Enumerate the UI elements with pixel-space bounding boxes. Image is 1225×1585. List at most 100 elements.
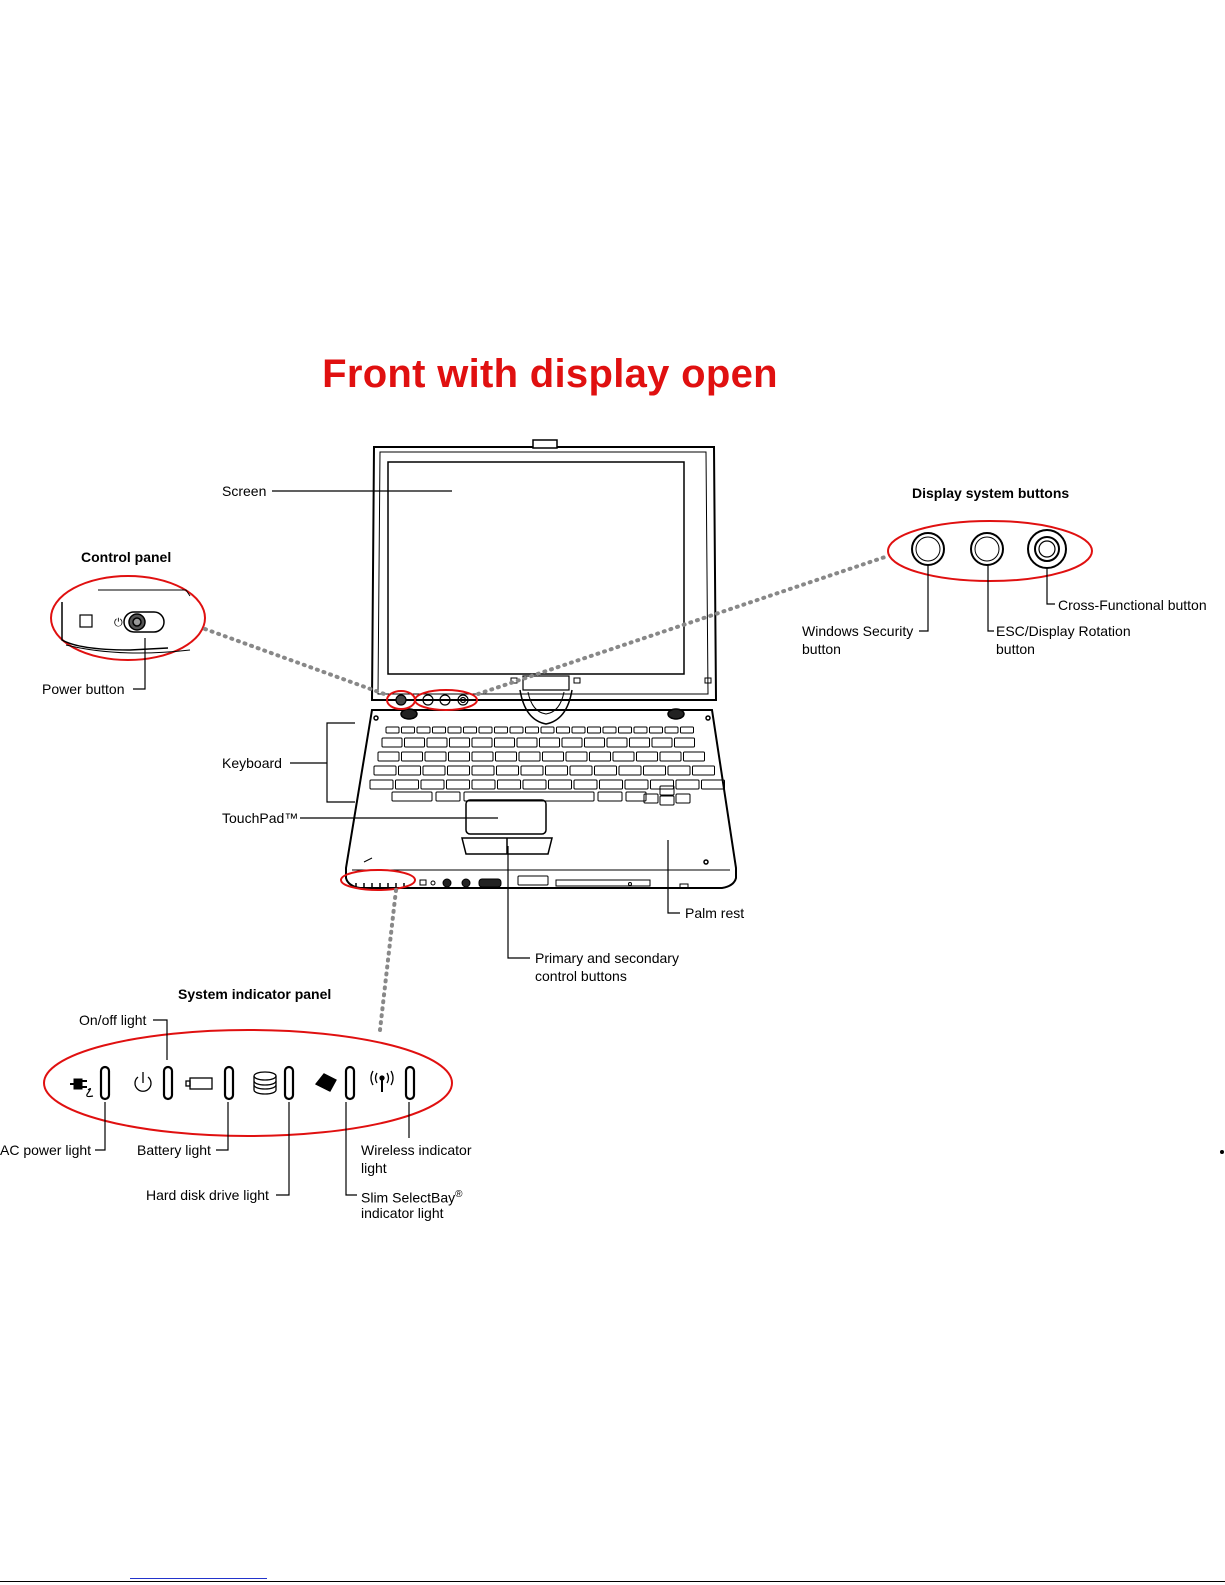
windows-security-label-line2: button [802, 641, 841, 657]
keyboard-key [401, 726, 415, 734]
keyboard-key [624, 779, 649, 790]
keyboard-key [664, 726, 679, 734]
keyboard-key [587, 726, 601, 734]
keyboard-key [650, 779, 674, 790]
onoff-light-label: On/off light [79, 1012, 147, 1028]
keyboard-key [651, 737, 673, 748]
esc-display-label-line1: ESC/Display Rotation [996, 623, 1131, 639]
esc-display-label-line2: button [996, 641, 1035, 657]
wireless-light-label-line2: light [361, 1160, 387, 1176]
keyboard-key [518, 751, 541, 762]
power-symbol-icon: ⏻ [114, 616, 123, 629]
keyboard-key [381, 737, 403, 748]
keyboard-key [545, 765, 568, 776]
keyboard-key [447, 726, 462, 734]
keyboard-key [398, 765, 421, 776]
indicator-panel-heading: System indicator panel [178, 986, 332, 1002]
keyboard-key [496, 765, 519, 776]
keyboard-key [494, 737, 515, 748]
keyboard-key [420, 779, 445, 790]
keyboard-key [416, 726, 431, 734]
keyboard-label: Keyboard [222, 755, 282, 771]
wireless-icon [370, 1070, 394, 1092]
display-lid [370, 439, 718, 725]
keyboard-key [471, 751, 494, 762]
keyboard-key [618, 726, 632, 734]
keyboard-key [539, 737, 560, 748]
selectbay-label-text: Slim SelectBay [361, 1189, 456, 1206]
keyboard-key [606, 737, 628, 748]
keyboard-key [426, 737, 448, 748]
control-panel-heading: Control panel [81, 549, 172, 565]
keyboard-key [597, 791, 623, 802]
power-icon [134, 1072, 152, 1092]
keyboard-key [569, 765, 593, 776]
keyboard-key [369, 779, 394, 790]
primary-secondary-label-line1: Primary and secondary [535, 950, 679, 966]
keyboard-key [643, 765, 666, 776]
keyboard-key [542, 751, 564, 762]
keyboard-key [659, 785, 675, 796]
keyboard-key [594, 765, 617, 776]
keyboard-key [683, 751, 705, 762]
keyboard-key [584, 737, 605, 748]
cross-functional-label: Cross-Functional button [1058, 597, 1207, 613]
keyboard-key [471, 737, 493, 748]
keyboard-key [432, 726, 446, 734]
keyboard-key [424, 751, 447, 762]
keyboard-key [516, 737, 538, 748]
hard-disk-icon [253, 1071, 277, 1095]
keyboard-key [463, 791, 595, 802]
keyboard-key [692, 765, 715, 776]
keyboard-key [556, 726, 570, 734]
battery-icon [185, 1077, 213, 1090]
keyboard-key [561, 737, 583, 748]
keyboard-key [373, 765, 397, 776]
keyboard-key [649, 726, 663, 734]
keyboard-key [471, 779, 496, 790]
keyboard-key [667, 765, 691, 776]
keyboard-key [675, 793, 691, 804]
keyboard-key [602, 726, 617, 734]
battery-light-label: Battery light [137, 1142, 211, 1158]
keyboard-key [449, 737, 470, 748]
keyboard-key [618, 765, 642, 776]
touchpad [461, 799, 553, 855]
indicator-panel-inset [99, 1065, 416, 1101]
keyboard-key [478, 726, 493, 734]
keyboard-key [494, 726, 508, 734]
keyboard-key [540, 726, 555, 734]
keyboard-key [565, 751, 588, 762]
keyboard-key [643, 793, 659, 804]
keyboard-key [401, 751, 423, 762]
keyboard-key [599, 779, 623, 790]
dotted-connectors [203, 554, 890, 1032]
screen-label: Screen [222, 483, 267, 499]
keyboard-key [520, 765, 544, 776]
ac-plug-icon [70, 1078, 94, 1098]
keyboard-key [435, 791, 461, 802]
ac-power-light-label: AC power light [0, 1142, 92, 1158]
footer-rule [0, 1581, 1225, 1582]
front-ports [355, 875, 689, 889]
selectbay-icon [314, 1073, 337, 1092]
keyboard-key [447, 765, 470, 776]
laptop-base [345, 708, 737, 889]
keyboard-key [377, 751, 400, 762]
keyboard-key [625, 791, 647, 802]
footer-link-underline[interactable] [130, 1578, 267, 1579]
keyboard-key [404, 737, 425, 748]
keyboard-key [701, 779, 725, 790]
keyboard-key [675, 779, 700, 790]
primary-secondary-label-line2: control buttons [535, 968, 627, 984]
selectbay-label-line1: Slim SelectBay® [361, 1186, 463, 1207]
windows-security-label-line1: Windows Security [802, 623, 914, 639]
keyboard-key [573, 779, 598, 790]
screen-area [387, 461, 685, 675]
keyboard-key [463, 726, 477, 734]
keyboard-key [497, 779, 521, 790]
control-panel-inset: ⏻ [61, 589, 191, 654]
keyboard-key [448, 751, 470, 762]
keyboard-key [422, 765, 446, 776]
selectbay-label-line2: indicator light [361, 1205, 444, 1221]
